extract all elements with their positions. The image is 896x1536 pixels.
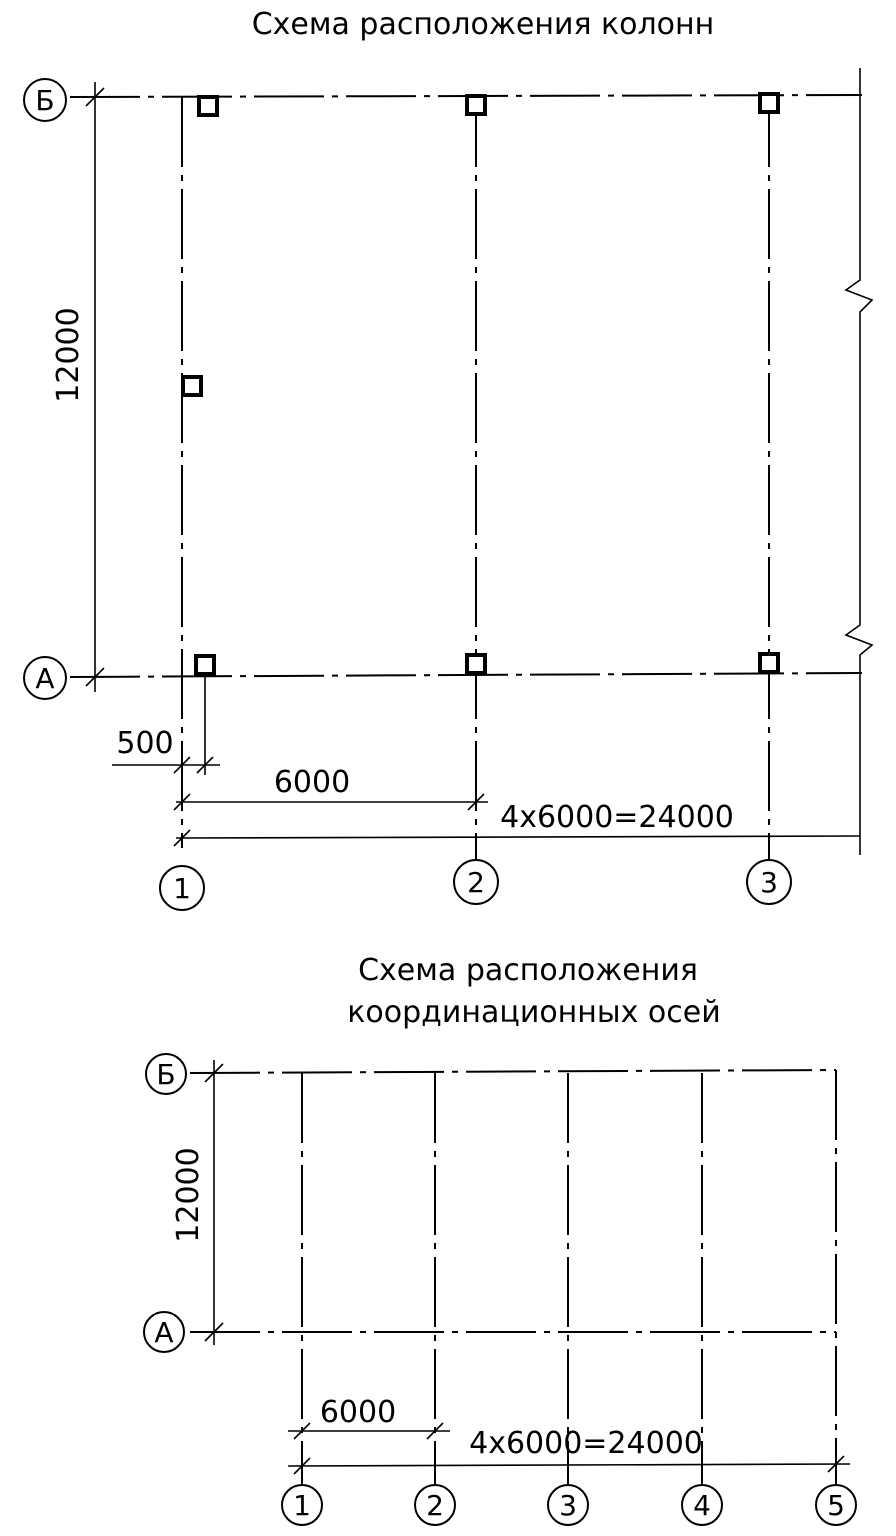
- axis2-label-5: 5: [827, 1489, 845, 1522]
- axis-label-b: Б: [35, 84, 54, 117]
- axis2-bubble-2: 2: [414, 1484, 456, 1526]
- axis2-line-b: [189, 1069, 837, 1074]
- axis2-label-2: 2: [426, 1489, 444, 1522]
- column-b3: [758, 92, 780, 114]
- axis-bubble-3: 3: [746, 859, 792, 905]
- dimension2-24000: 4x6000=24000: [469, 1426, 703, 1461]
- axis2-label-b: Б: [156, 1058, 175, 1091]
- dimension-span: 6000: [173, 765, 488, 811]
- axis-label-1: 1: [173, 872, 191, 905]
- dimension-12000: 12000: [51, 307, 86, 402]
- dimension2-span: 6000: [288, 1395, 450, 1440]
- axis2-bubble-b: Б: [145, 1053, 187, 1095]
- axis-label-3: 3: [760, 866, 778, 899]
- scheme-columns: Схема расположения колонн Б А 1: [23, 7, 874, 911]
- axis2-bubble-5: 5: [815, 1484, 857, 1526]
- axis2-label-1: 1: [293, 1489, 311, 1522]
- axis2-bubble-4: 4: [681, 1484, 723, 1526]
- scheme-grid: Схема расположения координационных осей …: [143, 953, 857, 1526]
- dimension2-total: 4x6000=24000: [287, 1426, 851, 1475]
- axis2-bubble-3: 3: [547, 1484, 589, 1526]
- scheme2-title-line2: координационных осей: [347, 995, 720, 1030]
- dimension-offset: 500: [112, 677, 220, 775]
- axis2-bubble-1: 1: [281, 1484, 323, 1526]
- axis2-bubble-a: А: [143, 1311, 185, 1353]
- dimension2-vertical: 12000: [171, 1060, 224, 1345]
- column-a2: [465, 653, 487, 675]
- dimension-24000: 4x6000=24000: [500, 800, 734, 835]
- dimension-total: 4x6000=24000: [173, 800, 861, 847]
- column-mid: [181, 375, 203, 397]
- column-a3: [758, 652, 780, 674]
- axis-label-a: А: [35, 662, 54, 695]
- axis2-label-4: 4: [693, 1489, 711, 1522]
- dimension2-6000: 6000: [320, 1395, 396, 1430]
- axis-bubble-2: 2: [453, 859, 499, 905]
- axis2-label-a: А: [154, 1316, 173, 1349]
- dimension2-12000: 12000: [171, 1147, 206, 1242]
- axis-bubble-1: 1: [159, 865, 205, 911]
- dimension-vertical: 12000: [51, 82, 105, 692]
- column-b1: [197, 95, 219, 117]
- break-line: [844, 68, 874, 855]
- column-b2: [465, 94, 487, 116]
- dimension-6000: 6000: [274, 765, 350, 800]
- axis2-label-3: 3: [559, 1489, 577, 1522]
- scheme2-title-line1: Схема расположения: [358, 953, 698, 988]
- scheme1-title: Схема расположения колонн: [252, 7, 715, 42]
- column-a1: [194, 654, 216, 676]
- axis-label-2: 2: [467, 866, 485, 899]
- axis-bubble-b: Б: [23, 78, 67, 122]
- axis-bubble-a: А: [23, 656, 67, 700]
- dimension-500: 500: [116, 726, 173, 761]
